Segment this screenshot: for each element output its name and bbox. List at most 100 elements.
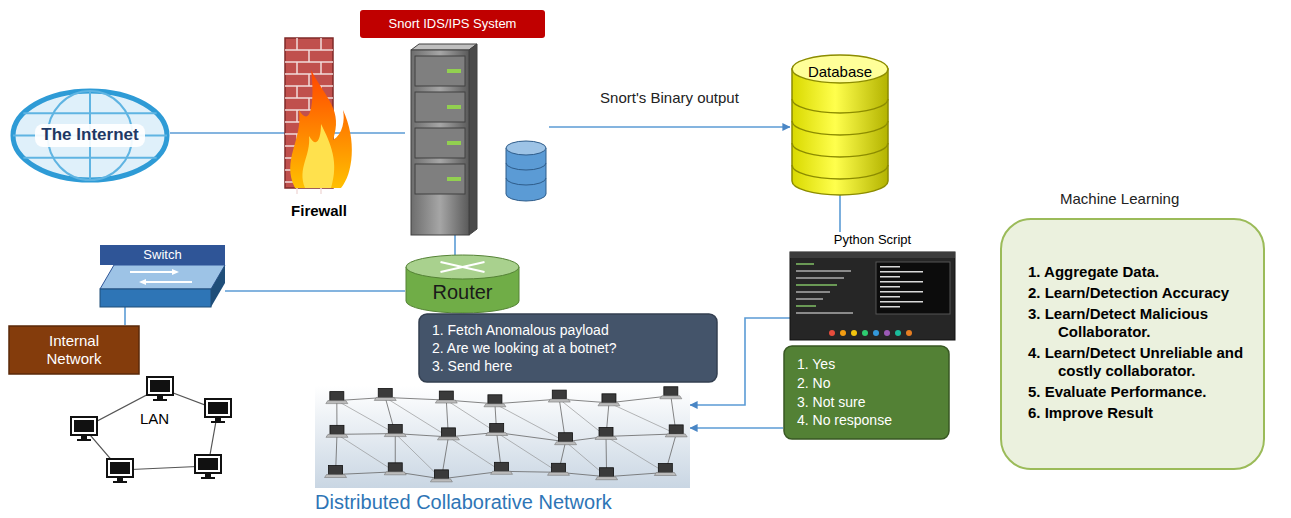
firewall-icon-shape-part [296, 110, 298, 122]
collaborative-network-shape-part [326, 401, 348, 404]
collaborative-network-shape-part [495, 462, 509, 471]
python-script-window-shape-part [796, 291, 830, 293]
ml-heading: Machine Learning [1060, 188, 1250, 210]
pc-icon [147, 377, 173, 401]
collaborative-network-shape-part [435, 400, 457, 403]
collaborative-network-shape-part [337, 434, 395, 471]
query-item: 1. Fetch Anomalous payload [432, 321, 704, 339]
collaborative-network-shape-part [599, 427, 613, 436]
snort-server-shape-part [447, 105, 461, 109]
collaborative-network-shape-part [435, 391, 457, 403]
pc-base [113, 481, 127, 483]
python-script-window-shape-part [796, 284, 837, 286]
collaborative-network-shape-part [600, 468, 614, 477]
collaborative-network-shape-part [329, 466, 343, 475]
collaborative-network-shape-part [654, 464, 676, 476]
collaborative-network: Distributed Collaborative Network [315, 386, 690, 516]
router-icon-shape-part [441, 262, 485, 272]
collaborative-network-shape-part [434, 470, 448, 479]
collaborative-network-shape-part [330, 392, 344, 401]
ml-step: 1. Aggregate Data. [1028, 263, 1245, 281]
snort-server-shape-part [415, 164, 465, 194]
python-script-window-shape-part [880, 286, 900, 288]
connector [549, 126, 790, 128]
python-script-window-shape-part [880, 271, 923, 273]
connector [124, 307, 126, 325]
collaborative-network-shape-part [491, 471, 513, 474]
collaborative-network-shape-part [388, 425, 402, 434]
collaborative-network-shape-part [326, 425, 348, 437]
collaborative-network-shape-part [559, 433, 573, 442]
python-script-window-shape-part [829, 330, 835, 336]
collaborative-network-shape-part [437, 437, 459, 440]
python-script-window-shape-part [796, 298, 823, 300]
collaborative-network-shape-part [384, 463, 406, 475]
collaborative-network-shape-part [486, 433, 508, 436]
ml-step: 6. Improve Result [1028, 404, 1245, 422]
firewall-icon-shape-part [303, 124, 335, 188]
script-label: Python Script [834, 232, 911, 248]
collaborative-network-shape-part [384, 425, 406, 437]
router-label: Router [432, 280, 492, 304]
collaborative-network-shape-part [665, 434, 687, 437]
ml-step: 5. Evaluate Performance. [1028, 383, 1245, 401]
network-caption: Distributed Collaborative Network [315, 490, 612, 514]
collaborative-network-shape-part [374, 388, 396, 400]
python-script-window-shape-part [873, 330, 879, 336]
collaborative-network-shape-part [552, 390, 566, 399]
snort-server-shape-part [415, 92, 465, 122]
python-script-window-shape-part [796, 277, 844, 279]
response-box: 1. Yes2. No3. Not sure4. No response [783, 345, 950, 440]
query-item: 3. Send here [432, 357, 704, 375]
collaborative-network-shape-part [439, 391, 453, 400]
response-box-shape-part [784, 346, 949, 439]
collaborative-network-shape-part [330, 425, 344, 434]
collaborative-network-shape-part [555, 442, 577, 445]
firewall-icon-shape-part [296, 38, 298, 50]
python-script-window-shape-part [876, 262, 950, 314]
database-cylinder: Database [790, 55, 890, 195]
pc-frame [147, 377, 173, 395]
collaborative-network-shape-part [437, 428, 459, 440]
pc-frame [107, 459, 133, 477]
firewall-label: Firewall [291, 202, 347, 220]
internet-globe-shape-part [23, 112, 156, 114]
firewall-icon-shape-part [285, 61, 333, 63]
python-script-window-shape-part [840, 330, 846, 336]
network-switch-shape-part [146, 281, 192, 283]
collaborative-network-shape-part [337, 401, 395, 434]
collaborative-network-shape-part [598, 394, 620, 406]
python-script-window: Python Script [790, 232, 955, 340]
ml-panel-shape-part [1001, 219, 1264, 469]
python-script-window-shape-part [880, 281, 923, 283]
pc-icon [71, 417, 97, 441]
collaborative-network-shape-part [598, 403, 620, 406]
response-item: 3. Not sure [797, 393, 936, 412]
collaborative-network-shape-part [602, 394, 616, 403]
collaborative-network-shape-part [374, 397, 396, 400]
collaborative-network-shape-part [548, 463, 570, 475]
pc-frame [71, 417, 97, 435]
collaborative-network-shape-part [596, 477, 618, 480]
pc-base [201, 477, 215, 479]
router-icon-shape-part [406, 255, 519, 279]
pc-stand [81, 435, 87, 439]
pc-stand [117, 477, 123, 481]
router-icon: Router [405, 255, 520, 313]
snort-server-shape-part [469, 44, 477, 235]
cylinder-top [506, 141, 546, 155]
response-item: 2. No [797, 374, 936, 393]
cylinder-body [506, 148, 546, 201]
pc-screen [150, 380, 170, 392]
internal-network-box: Internal Network [8, 325, 140, 375]
cylinder-band [506, 163, 546, 185]
python-script-window-shape-part [796, 312, 853, 314]
collaborative-network-shape-part [555, 433, 577, 445]
pc-stand [205, 473, 211, 477]
python-script-window-shape-part [862, 330, 868, 336]
box-label: Internal Network [34, 332, 114, 368]
collaborative-network-shape-part [325, 475, 347, 478]
collaborative-network-shape-part [595, 436, 617, 439]
pc-base [77, 439, 91, 441]
edge-label: Snort's Binary output [597, 89, 742, 106]
